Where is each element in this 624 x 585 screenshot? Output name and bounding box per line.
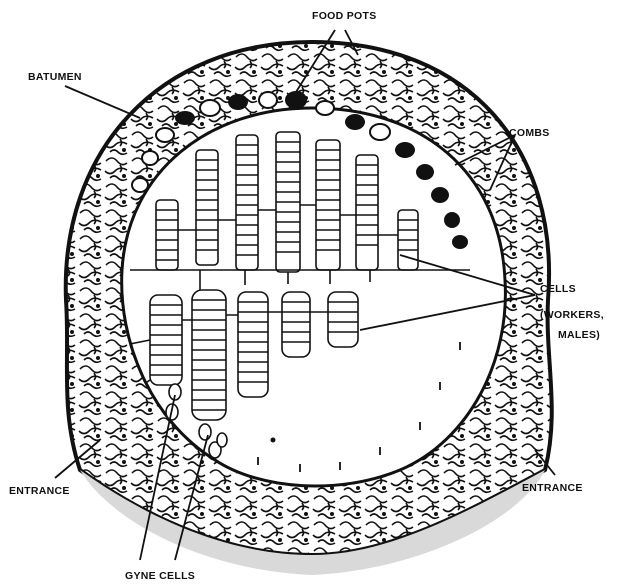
- label-entrance-right: ENTRANCE: [522, 482, 583, 494]
- label-food-pots: FOOD POTS: [312, 10, 377, 22]
- label-cells-line3: MALES): [558, 329, 600, 341]
- batumen-pointer: [65, 86, 140, 118]
- label-cells-line1: CELLS: [540, 283, 576, 295]
- label-combs: COMBS: [509, 127, 550, 139]
- label-entrance-left: ENTRANCE: [9, 485, 70, 497]
- label-gyne-cells: GYNE CELLS: [125, 570, 195, 582]
- label-cells-line2: (WORKERS,: [540, 309, 604, 321]
- label-batumen: BATUMEN: [28, 71, 82, 83]
